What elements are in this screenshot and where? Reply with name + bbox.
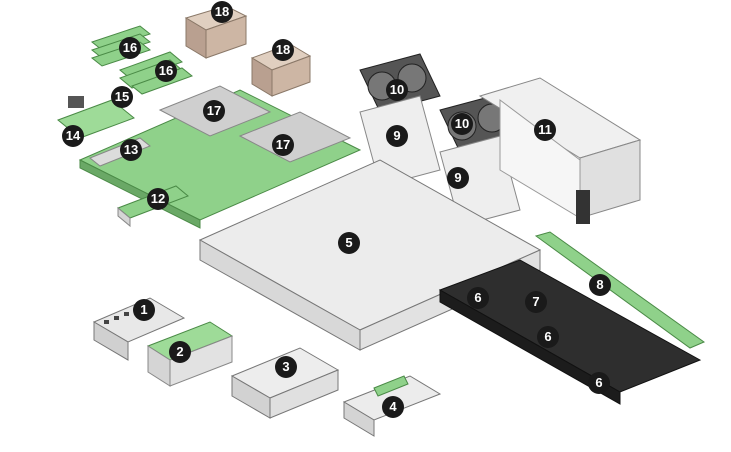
callout-5: 5: [338, 232, 360, 254]
heatsink-right: [250, 43, 312, 97]
callout-14: 14: [62, 125, 84, 147]
callout-17b: 17: [272, 134, 294, 156]
drive-bay-11: [478, 77, 642, 224]
callout-6b: 6: [537, 326, 559, 348]
callout-10a: 10: [386, 79, 408, 101]
callout-3: 3: [275, 356, 297, 378]
callout-4: 4: [382, 396, 404, 418]
callout-8: 8: [589, 274, 611, 296]
callout-9b: 9: [447, 167, 469, 189]
callout-2: 2: [169, 341, 191, 363]
callout-15: 15: [111, 86, 133, 108]
callout-13: 13: [120, 139, 142, 161]
air-duct-7: [438, 259, 702, 405]
callout-10b: 10: [451, 113, 473, 135]
callout-18b: 18: [272, 39, 294, 61]
callout-6a: 6: [467, 287, 489, 309]
callout-6c: 6: [588, 372, 610, 394]
callout-16a: 16: [119, 37, 141, 59]
backplane-8: [534, 231, 706, 349]
callout-7: 7: [525, 291, 547, 313]
callout-16b: 16: [155, 60, 177, 82]
callout-12: 12: [147, 188, 169, 210]
callout-9a: 9: [386, 125, 408, 147]
callout-17a: 17: [203, 100, 225, 122]
callout-18a: 18: [211, 1, 233, 23]
callout-11: 11: [534, 119, 556, 141]
memory-modules: [90, 25, 194, 95]
callout-1: 1: [133, 299, 155, 321]
